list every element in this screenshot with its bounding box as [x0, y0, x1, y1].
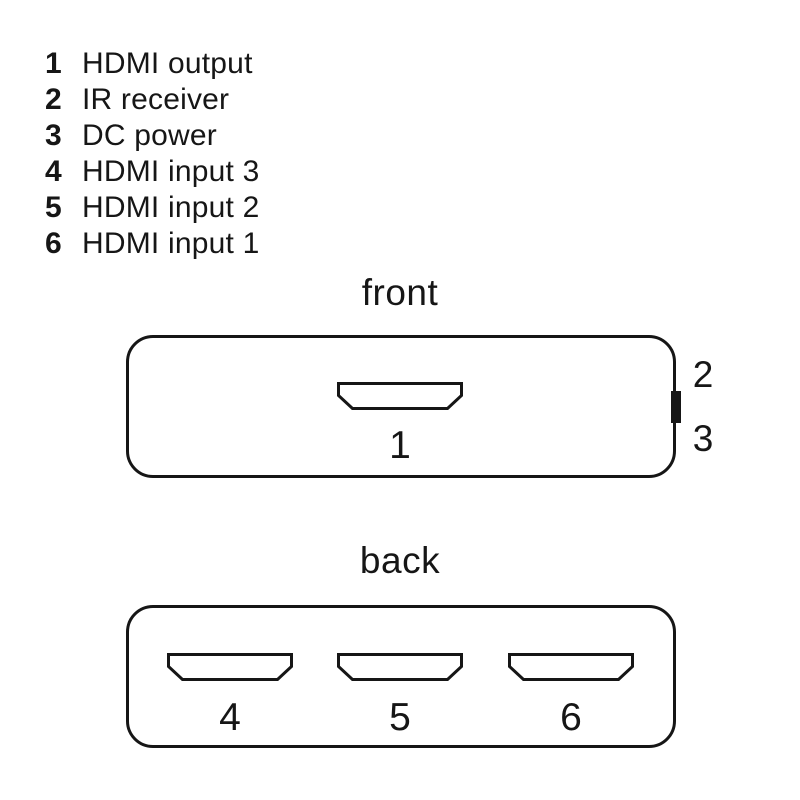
front-view-title: front: [361, 272, 439, 313]
hdmi-input-3-port-icon: [167, 653, 293, 681]
legend-label: HDMI input 3: [82, 155, 260, 188]
legend-number: 2: [45, 83, 62, 116]
legend-label: HDMI input 2: [82, 191, 260, 224]
legend-number: 1: [45, 47, 62, 80]
legend-label: IR receiver: [82, 83, 230, 116]
legend-item-hdmi-input-1: 6 HDMI input 1: [45, 226, 259, 262]
legend-item-ir-receiver: 2 IR receiver: [45, 82, 259, 118]
hdmi-input-3-number: 4: [219, 696, 241, 739]
legend-number: 3: [45, 119, 62, 152]
hdmi-output-number: 1: [389, 424, 411, 467]
hdmi-input-1-port-icon: [508, 653, 634, 681]
legend: 1 HDMI output 2 IR receiver 3 DC power 4…: [45, 46, 259, 262]
hdmi-input-2-number: 5: [389, 696, 411, 739]
legend-item-dc-power: 3 DC power: [45, 118, 259, 154]
dc-power-number: 3: [692, 418, 714, 459]
legend-label: HDMI input 1: [82, 227, 260, 260]
legend-item-hdmi-output: 1 HDMI output: [45, 46, 259, 82]
legend-label: DC power: [82, 119, 217, 152]
ir-receiver-number: 2: [692, 354, 714, 395]
hdmi-output-port-icon: [337, 382, 463, 410]
legend-number: 6: [45, 227, 62, 260]
legend-label: HDMI output: [82, 47, 253, 80]
legend-item-hdmi-input-3: 4 HDMI input 3: [45, 154, 259, 190]
legend-item-hdmi-input-2: 5 HDMI input 2: [45, 190, 259, 226]
hdmi-input-1-number: 6: [560, 696, 582, 739]
ir-dc-marker-icon: [671, 391, 681, 423]
back-view-title: back: [359, 540, 441, 581]
hdmi-input-2-port-icon: [337, 653, 463, 681]
legend-number: 4: [45, 155, 62, 188]
legend-number: 5: [45, 191, 62, 224]
